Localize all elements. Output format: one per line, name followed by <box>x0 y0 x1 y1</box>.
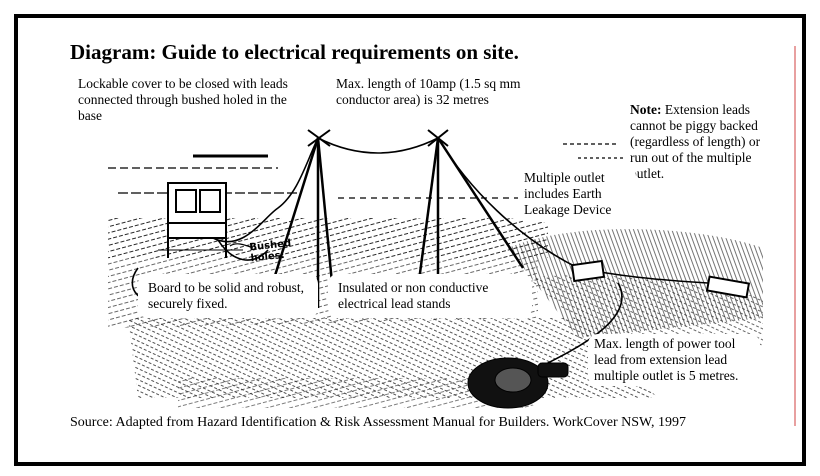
source-citation: Source: Adapted from Hazard Identificati… <box>70 415 686 430</box>
lead-stand-right <box>416 129 525 293</box>
label-max-length-lead: Max. length of 10amp (1.5 sq mm conducto… <box>336 76 521 107</box>
margin-rule <box>794 46 796 426</box>
diagram-title: Diagram: Guide to electrical requirement… <box>70 40 519 64</box>
label-board: Board to be solid and robust, securely f… <box>138 274 318 318</box>
label-lockable-cover: Lockable cover to be closed with leads c… <box>78 76 288 123</box>
power-tool <box>467 357 569 409</box>
note-box: Note: Extension leads cannot be piggy ba… <box>626 100 782 184</box>
lead-stand-left <box>266 129 335 308</box>
label-insulated-stands: Insulated or non conductive electrical l… <box>328 274 532 318</box>
bushed-holes-pointer <box>229 243 254 249</box>
note-prefix: Note: <box>630 102 662 117</box>
diagram-frame: Diagram: Guide to electrical requirement… <box>14 14 806 466</box>
note-text: Extension leads cannot be piggy backed (… <box>630 102 761 181</box>
label-multiple-outlet: Multiple outlet includes Earth Leakage D… <box>518 166 636 222</box>
multiple-outlet-box <box>570 259 751 299</box>
label-power-tool-lead: Max. length of power tool lead from exte… <box>588 334 760 386</box>
